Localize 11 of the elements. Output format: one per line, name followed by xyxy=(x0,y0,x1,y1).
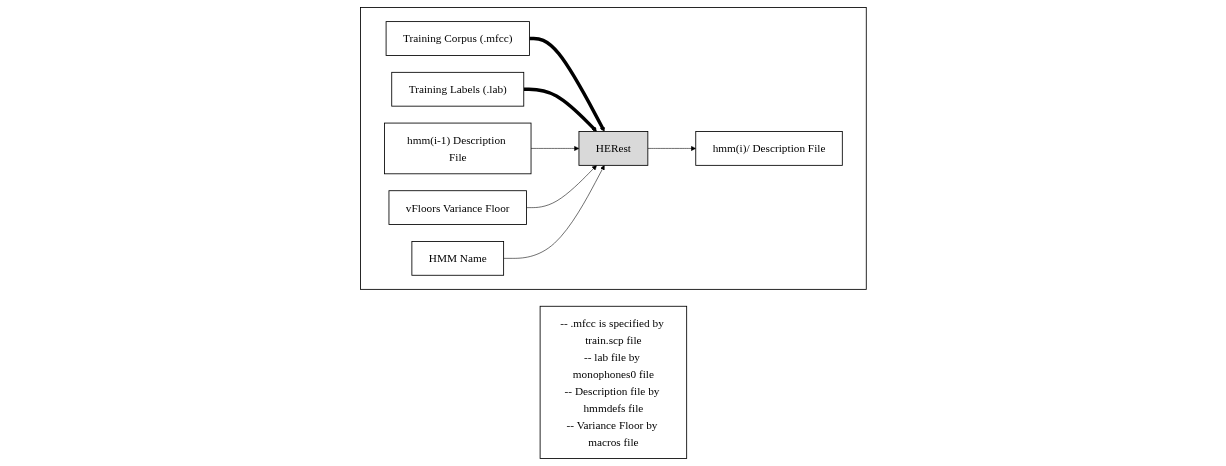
node-box: Training Labels (.lab) xyxy=(390,71,524,107)
node-box: HMM Name xyxy=(411,241,504,276)
node-box: Training Corpus (.mfcc) xyxy=(385,21,530,56)
cluster xyxy=(359,7,867,290)
node-box: vFloors Variance Floor xyxy=(388,190,527,225)
arrow xyxy=(529,36,605,132)
node-box: HERest xyxy=(578,131,648,166)
arrow xyxy=(523,87,597,132)
node-box: hmm(i)/ Description File xyxy=(694,131,843,166)
node-box: hmm(i-1) Description File xyxy=(383,122,532,175)
node-box: -- .mfcc is specified by train.scp file -- lab file by monophones0 file -- Description file by hmmdefs file -- Variance Floor by macros file xyxy=(539,305,687,459)
